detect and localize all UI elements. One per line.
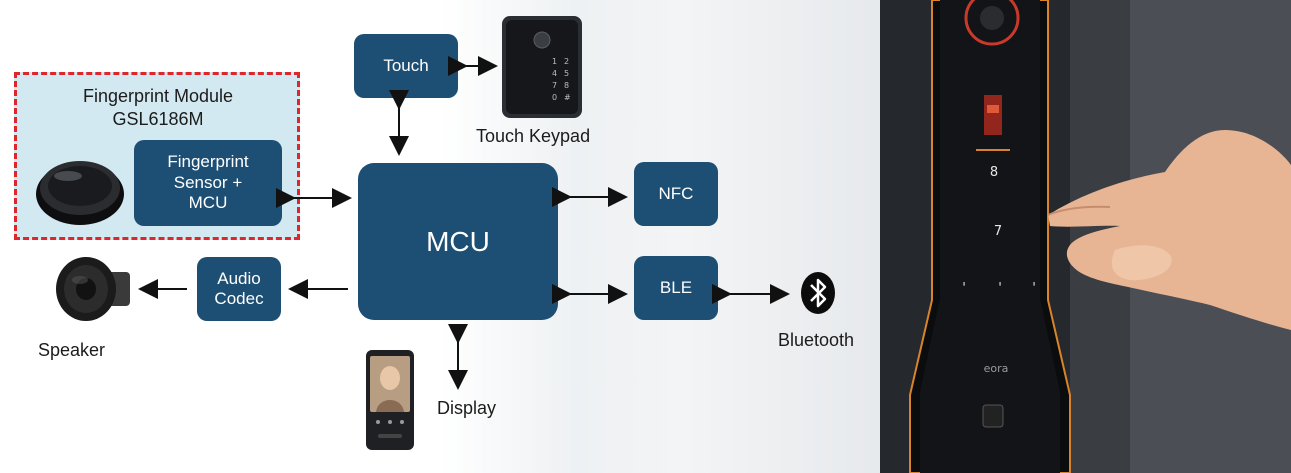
module-title-line2: GSL6186M <box>112 108 204 129</box>
svg-text:8: 8 <box>564 81 569 90</box>
door-lock-illustration: 8 7 ' ' ' eora <box>880 0 1291 473</box>
lock-key-8: 8 <box>990 165 998 180</box>
display-label: Display <box>437 398 497 418</box>
svg-text:1: 1 <box>552 57 557 66</box>
lock-brand-label: eora <box>984 362 1009 375</box>
svg-text:2: 2 <box>564 57 569 66</box>
fingerprint-sensor-icon <box>36 161 124 225</box>
bluetooth-icon <box>801 272 835 314</box>
speaker-icon <box>56 257 130 321</box>
touch-keypad-label: Touch Keypad <box>476 126 591 146</box>
audio-line2: Codec <box>214 289 264 308</box>
nfc-box: NFC <box>634 162 718 226</box>
touch-box: Touch <box>354 34 458 98</box>
bluetooth-label: Bluetooth <box>778 330 855 350</box>
ble-box: BLE <box>634 256 718 320</box>
speaker-label: Speaker <box>38 340 106 360</box>
fp-sensor-line1: Fingerprint <box>167 152 249 172</box>
ble-label: BLE <box>659 277 693 297</box>
mcu-label: MCU <box>426 225 490 257</box>
module-title-line1: Fingerprint Module <box>82 86 234 106</box>
touch-label: Touch <box>383 55 429 75</box>
lock-key-7: 7 <box>994 224 1002 239</box>
fp-sensor-line3: MCU <box>188 193 228 213</box>
phone-display-icon <box>366 350 414 450</box>
audio-codec-box: Audio Codec <box>197 257 281 321</box>
svg-text:': ' <box>1032 281 1036 296</box>
svg-text:7: 7 <box>552 81 557 90</box>
svg-text:4: 4 <box>552 69 557 78</box>
svg-text:0: 0 <box>552 93 557 102</box>
lock-keypad-icon: 8 7 ' ' ' <box>962 165 1036 296</box>
fingerprint-sensor-mcu-box: Fingerprint Sensor + MCU <box>134 140 282 226</box>
svg-text:': ' <box>962 281 966 296</box>
nfc-label: NFC <box>658 183 694 203</box>
svg-text:#: # <box>564 93 571 102</box>
mcu-box: MCU <box>358 163 558 320</box>
fp-sensor-line2: Sensor + <box>173 172 243 192</box>
svg-text:5: 5 <box>564 69 569 78</box>
audio-line1: Audio <box>217 269 261 289</box>
svg-text:': ' <box>998 281 1002 296</box>
door-lock-photo: 8 7 ' ' ' eora <box>880 0 1291 473</box>
fingerprint-module-title: Fingerprint Module GSL6186M <box>18 85 298 130</box>
